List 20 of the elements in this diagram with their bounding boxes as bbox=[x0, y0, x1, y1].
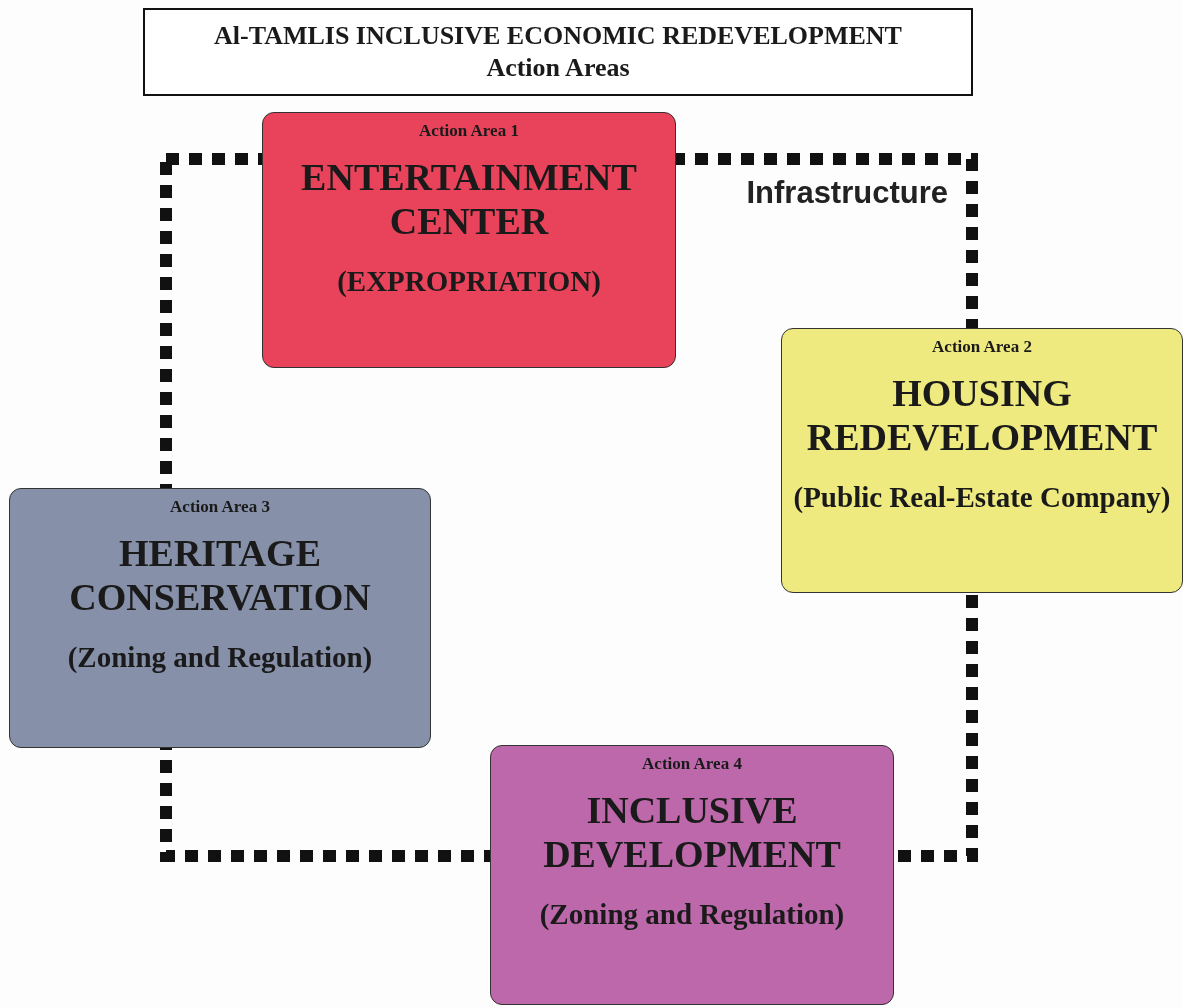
area-title: INCLUSIVE DEVELOPMENT bbox=[542, 788, 842, 876]
action-area-box bbox=[262, 112, 676, 368]
title-box bbox=[143, 8, 973, 96]
area-subtitle: (Zoning and Regulation) bbox=[539, 897, 845, 932]
heading-text: Al-TAMLIS INCLUSIVE ECONOMIC REDEVELOPMENT bbox=[214, 20, 902, 52]
area-title: HERITAGE CONSERVATION bbox=[68, 531, 372, 619]
area-label: Action Area 4 bbox=[642, 754, 742, 774]
area-label: Action Area 3 bbox=[170, 497, 270, 517]
frame-label: Infrastructure bbox=[746, 175, 948, 211]
action-area-box bbox=[9, 488, 431, 748]
area-title: ENTERTAINMENT CENTER bbox=[300, 155, 638, 243]
area-title: HOUSING REDEVELOPMENT bbox=[805, 371, 1159, 459]
action-area-box bbox=[490, 745, 894, 1005]
area-label: Action Area 1 bbox=[419, 121, 519, 141]
area-subtitle: (Zoning and Regulation) bbox=[67, 640, 373, 675]
area-subtitle: (Public Real-Estate Company) bbox=[793, 480, 1171, 515]
area-label: Action Area 2 bbox=[932, 337, 1032, 357]
action-area-box bbox=[781, 328, 1183, 593]
subheading-text: Action Areas bbox=[486, 52, 630, 84]
area-subtitle: (EXPROPRIATION) bbox=[337, 264, 601, 299]
